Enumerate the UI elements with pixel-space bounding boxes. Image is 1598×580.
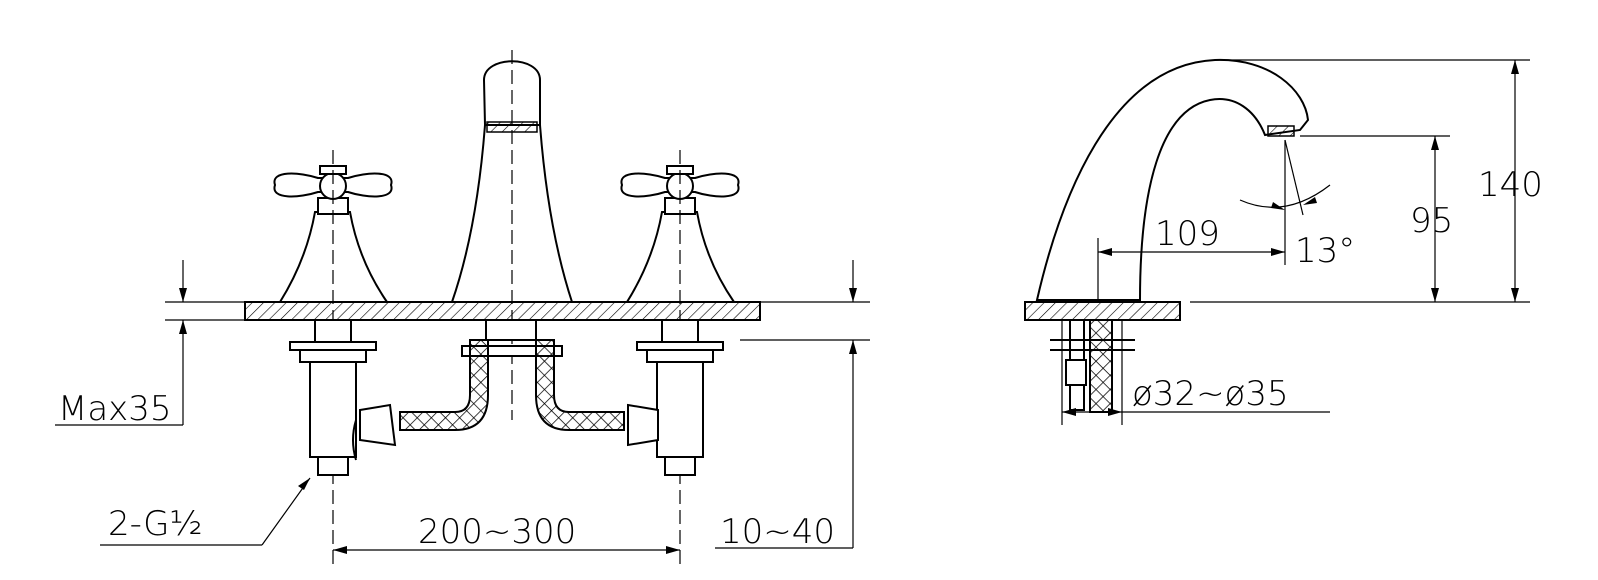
side-spout xyxy=(1035,58,1310,301)
spread-label: 200~300 xyxy=(418,512,576,552)
angle-label: 13° xyxy=(1295,231,1355,271)
outlet-height-label: 95 xyxy=(1410,201,1453,241)
deck-section xyxy=(244,301,761,321)
side-deck-section xyxy=(1024,301,1181,321)
hole-depth-label: 10~40 xyxy=(720,512,835,552)
hole-diameter-label: ø32~ø35 xyxy=(1132,374,1289,414)
reach-label: 109 xyxy=(1155,214,1220,254)
front-view: Max35 2-G½ 200~300 10~40 xyxy=(55,50,870,565)
side-view: 13° 109 95 140 ø32~ø35 xyxy=(1024,58,1543,425)
right-valve-body xyxy=(636,319,724,476)
right-hose xyxy=(535,339,625,431)
side-hose xyxy=(1089,319,1113,413)
max-thickness-label: Max35 xyxy=(58,389,172,429)
connection-label: 2-G½ xyxy=(108,504,202,544)
left-valve-body xyxy=(289,319,377,476)
total-height-label: 140 xyxy=(1478,165,1543,205)
left-hose xyxy=(399,339,489,431)
